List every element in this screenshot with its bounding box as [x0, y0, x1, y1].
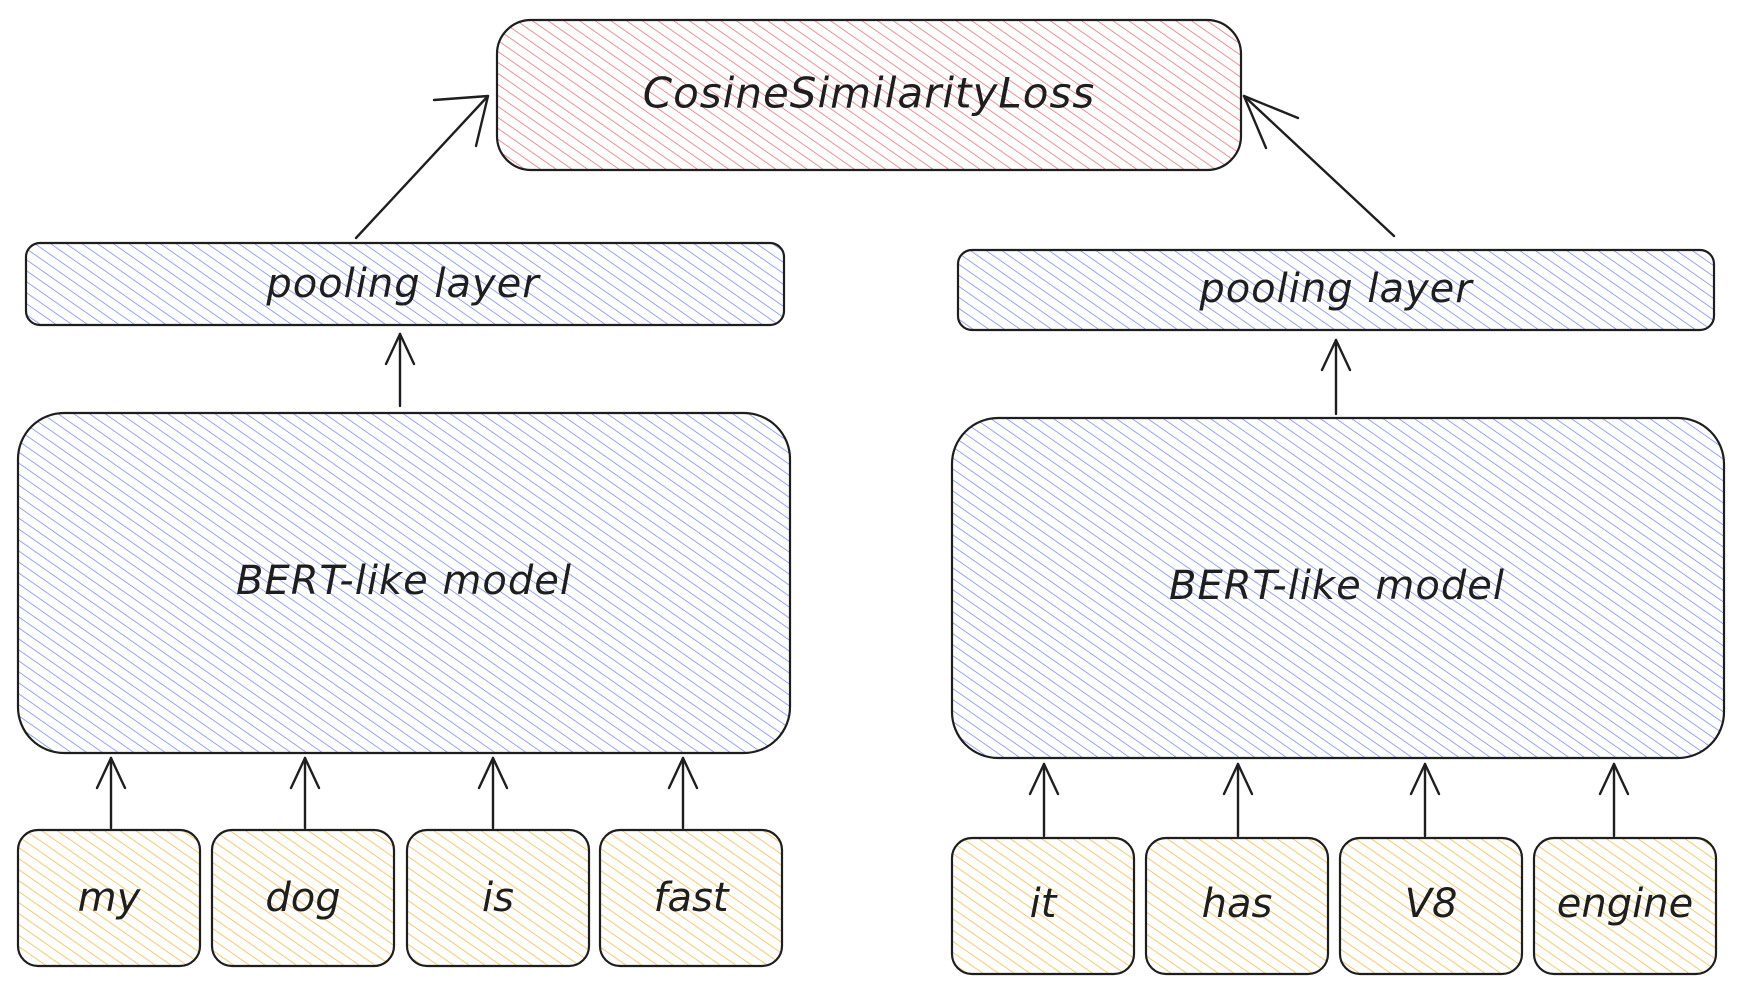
- right-token-has: has: [1144, 836, 1330, 976]
- right-pooling-layer: pooling layer: [956, 248, 1716, 332]
- token-label: it: [1030, 881, 1058, 927]
- token-label: is: [482, 875, 514, 921]
- arrow-right-token-v8: [1409, 762, 1441, 838]
- left-bert-model: BERT-like model: [16, 411, 792, 755]
- token-label: fast: [653, 875, 729, 921]
- loss-label: CosineSimilarityLoss: [643, 69, 1095, 118]
- left-token-dog: dog: [210, 828, 396, 968]
- left-token-fast: fast: [598, 828, 784, 968]
- arrow-left-token-fast: [667, 756, 699, 830]
- arrow-right-model-to-pooling: [1320, 338, 1352, 416]
- arrow-right-token-it: [1028, 762, 1060, 838]
- loss-box: CosineSimilarityLoss: [495, 18, 1243, 172]
- left-token-my: my: [16, 828, 202, 968]
- token-label: my: [78, 875, 142, 921]
- left-model-label: BERT-like model: [236, 558, 572, 604]
- arrow-right-token-has: [1222, 762, 1254, 838]
- left-token-is: is: [405, 828, 591, 968]
- token-label: dog: [265, 875, 340, 921]
- arrow-left-model-to-pooling: [384, 332, 416, 408]
- arrow-right-token-engine: [1598, 762, 1630, 838]
- arrow-left-token-is: [477, 756, 509, 830]
- token-label: engine: [1557, 881, 1693, 927]
- right-pooling-label: pooling layer: [1198, 266, 1474, 312]
- token-label: has: [1202, 881, 1273, 927]
- arrow-left-token-my: [95, 756, 127, 830]
- token-label: V8: [1405, 881, 1458, 927]
- arrow-left-pooling-to-loss: [354, 94, 490, 240]
- arrow-right-pooling-to-loss: [1242, 94, 1396, 238]
- right-token-engine: engine: [1532, 836, 1718, 976]
- right-token-it: it: [950, 836, 1136, 976]
- arrow-left-token-dog: [289, 756, 321, 830]
- left-pooling-layer: pooling layer: [24, 241, 786, 327]
- right-token-v8: V8: [1338, 836, 1524, 976]
- right-bert-model: BERT-like model: [950, 416, 1726, 760]
- left-pooling-label: pooling layer: [265, 261, 541, 307]
- right-model-label: BERT-like model: [1169, 563, 1505, 609]
